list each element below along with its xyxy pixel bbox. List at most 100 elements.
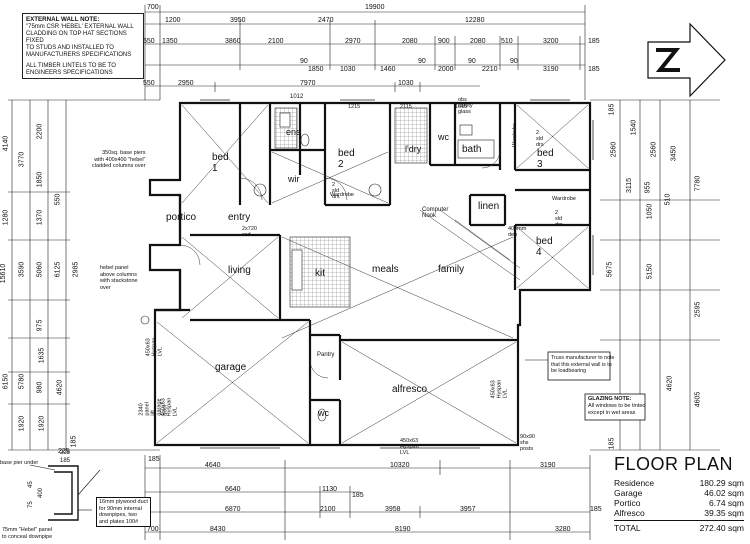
area-value: 39.35 sqm	[704, 508, 744, 518]
dim-label: 1540	[630, 119, 638, 136]
dim-label: 2560	[610, 141, 618, 158]
dim-label: 90	[510, 58, 518, 65]
dim-label: 185	[590, 506, 602, 513]
area-row: Garage 46.02 sqm	[614, 488, 744, 498]
dim-label: 6150	[2, 373, 10, 390]
area-row: Alfresco 39.35 sqm	[614, 508, 744, 518]
dim-label: 1012	[290, 94, 304, 100]
dim-label: 8190	[395, 526, 411, 533]
dim-label: 1050	[646, 203, 654, 220]
walls	[148, 101, 592, 447]
dim-label: 10320	[390, 462, 410, 469]
dim-label: 185	[608, 437, 616, 450]
room-ens: ens	[286, 127, 301, 137]
glazing-note-line: All windows to be tinted	[588, 403, 646, 409]
area-label: Residence	[614, 478, 655, 488]
area-label: Portico	[614, 498, 641, 508]
svg-text:225: 225	[60, 450, 71, 456]
window-marks	[200, 99, 594, 449]
duct-note-line: downpipes, two	[99, 512, 137, 518]
wall-note-line: TO STUDS AND INSTALLED TO	[26, 45, 114, 51]
dim-label: 225	[58, 448, 70, 455]
room-linen: linen	[478, 201, 500, 212]
dim-label: 550	[54, 193, 62, 206]
dim-label: 4620	[666, 375, 674, 392]
room-alfresco: alfresco	[392, 384, 428, 395]
dim-label: 900	[438, 38, 450, 45]
dim-label: 955	[644, 181, 652, 194]
dim-label: 5060	[36, 261, 44, 278]
hyspan-label: 450x63 Hyspan LVL	[400, 438, 419, 456]
downpipe-dims: 45 75 400 185 225	[28, 450, 71, 508]
dim-label: 4620	[56, 379, 64, 396]
dim-label: 6870	[225, 506, 241, 513]
dim-label: 15610	[0, 263, 8, 284]
hyspan-label: 450x63 Hyspan LVL	[160, 397, 179, 417]
area-row: Portico 6.74 sqm	[614, 498, 744, 508]
base-pier-note: base pier under	[0, 460, 38, 466]
dim-label: 980	[36, 381, 44, 394]
area-label: Alfresco	[614, 508, 645, 518]
room-family: family	[438, 264, 465, 275]
dim-label: 2000	[438, 66, 454, 73]
dim-label: 1130	[322, 486, 338, 493]
dim-label: 3190	[543, 66, 559, 73]
timber-note-line: ALL TIMBER LINTELS TO BE TO	[26, 63, 116, 69]
dim-label: 1920	[38, 415, 46, 432]
dim-label: 5675	[606, 261, 614, 278]
room-wc: wc	[438, 132, 449, 142]
room-wir: wir	[288, 174, 300, 184]
total-label: TOTAL	[614, 523, 641, 533]
svg-text:400: 400	[38, 487, 44, 498]
dim-label: 1370	[36, 209, 44, 226]
dim-label: 4640	[205, 462, 221, 469]
dim-label: 1280	[2, 209, 10, 226]
wardrobe-label: Wardrobe	[330, 192, 354, 198]
dim-label: 3958	[385, 506, 401, 513]
area-label: Garage	[614, 488, 643, 498]
wardrobe-label: Wardrobe	[511, 123, 518, 147]
hebel-note-line: with stackstone	[100, 278, 138, 284]
hebel-75-line: to conceal downpipe	[2, 533, 53, 540]
area-row: Residence 180.29 sqm	[614, 478, 744, 488]
dim-label: 1850	[308, 66, 324, 73]
dim-label: 2080	[402, 38, 418, 45]
dim-label: 510	[664, 193, 672, 206]
dim-label: 2595	[694, 301, 702, 318]
total-value: 272.40 sqm	[699, 523, 744, 533]
dim-label: 550	[143, 80, 155, 87]
dim-label: 12280	[465, 17, 485, 24]
area-value: 46.02 sqm	[704, 488, 744, 498]
dim-label: 1460	[380, 66, 396, 73]
dim-label: 1920	[18, 415, 26, 432]
door-swings	[179, 149, 501, 379]
hebel-75-note: 75mm "Hebel" panel to conceal downpipe	[2, 527, 52, 540]
area-value: 180.29 sqm	[699, 478, 744, 488]
dim-label: 4140	[2, 135, 10, 152]
dim-label: 2950	[178, 80, 194, 87]
dim-label: 2970	[345, 38, 361, 45]
dim-label: 185	[608, 103, 616, 116]
dim-label: 3280	[555, 526, 571, 533]
computer-nook: Computer Nook	[422, 207, 449, 219]
dim-label: 975	[36, 319, 44, 332]
dim-label: 700	[147, 526, 159, 533]
dim-label: 185	[588, 38, 600, 45]
external-wall-note: EXTERNAL WALL NOTE: "75mm CSR 'HEBEL' EX…	[22, 13, 144, 79]
dim-label: 2210	[482, 66, 498, 73]
dim-label: 3115	[626, 177, 634, 194]
sliding-door-label: 2 sld drs	[536, 130, 544, 148]
pier-note-line: cladded columns over	[92, 163, 146, 169]
wall-note-line: CLADDING ON TOP HAT SECTIONS FIXED	[26, 31, 127, 44]
hebel-panel-note: hebel panel above columns with stackston…	[100, 265, 138, 291]
room-bed2: bed 2	[338, 148, 355, 170]
dim-label: 90	[300, 58, 308, 65]
dim-label: 90	[418, 58, 426, 65]
area-total-row: TOTAL 272.40 sqm	[614, 523, 744, 533]
dim-label: 3200	[543, 38, 559, 45]
hebel-note-line: above columns	[100, 271, 137, 278]
base-pier-label: base pier under	[0, 460, 39, 466]
truss-note-frame	[547, 351, 611, 381]
downpipe-detail	[29, 464, 101, 521]
